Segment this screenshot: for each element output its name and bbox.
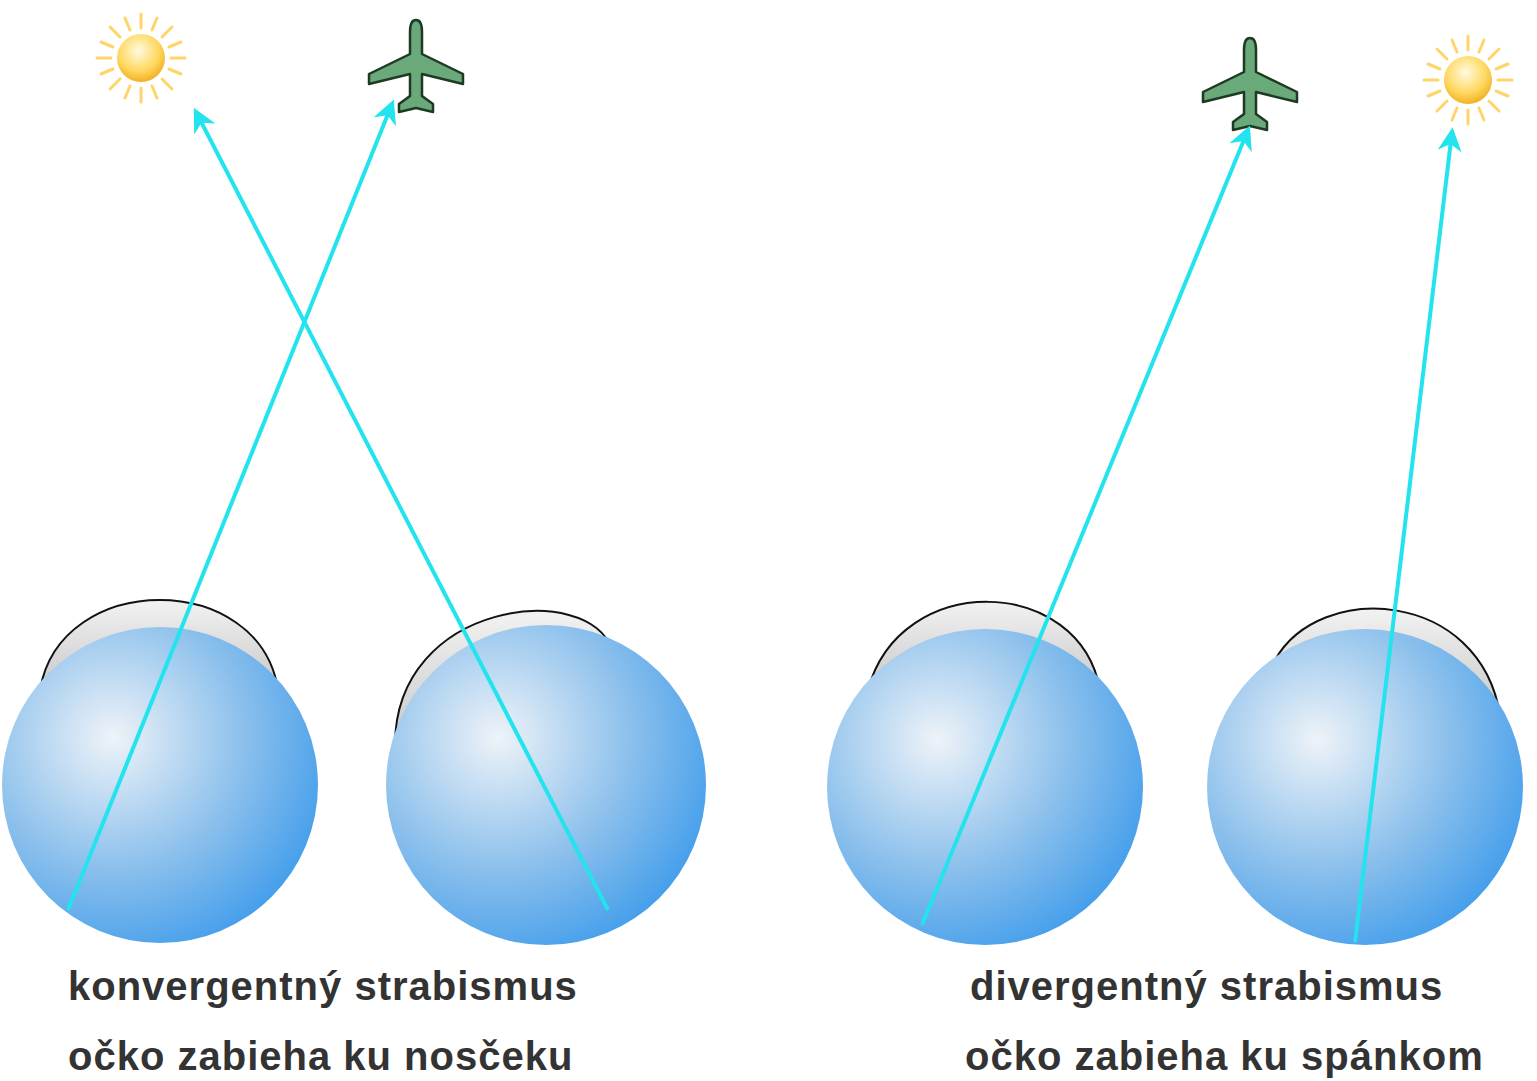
caption-text: očko zabieha ku spánkom	[965, 1032, 1484, 1080]
plane-icon	[369, 20, 463, 112]
caption-text: divergentný strabismus	[970, 962, 1443, 1010]
gaze-line	[196, 112, 608, 910]
eyeball	[2, 627, 318, 943]
caption-text: konvergentný strabismus	[68, 962, 578, 1010]
eyeball	[386, 625, 706, 945]
plane-icon	[1203, 38, 1297, 130]
sun-icon	[1424, 36, 1512, 124]
gaze-line	[68, 104, 392, 910]
gaze-line	[922, 130, 1248, 925]
eyeball	[827, 629, 1143, 945]
eyeball	[1207, 629, 1523, 945]
caption-text: očko zabieha ku nosčeku	[68, 1032, 573, 1080]
gaze-line	[1355, 132, 1452, 942]
sun-icon	[97, 14, 185, 102]
